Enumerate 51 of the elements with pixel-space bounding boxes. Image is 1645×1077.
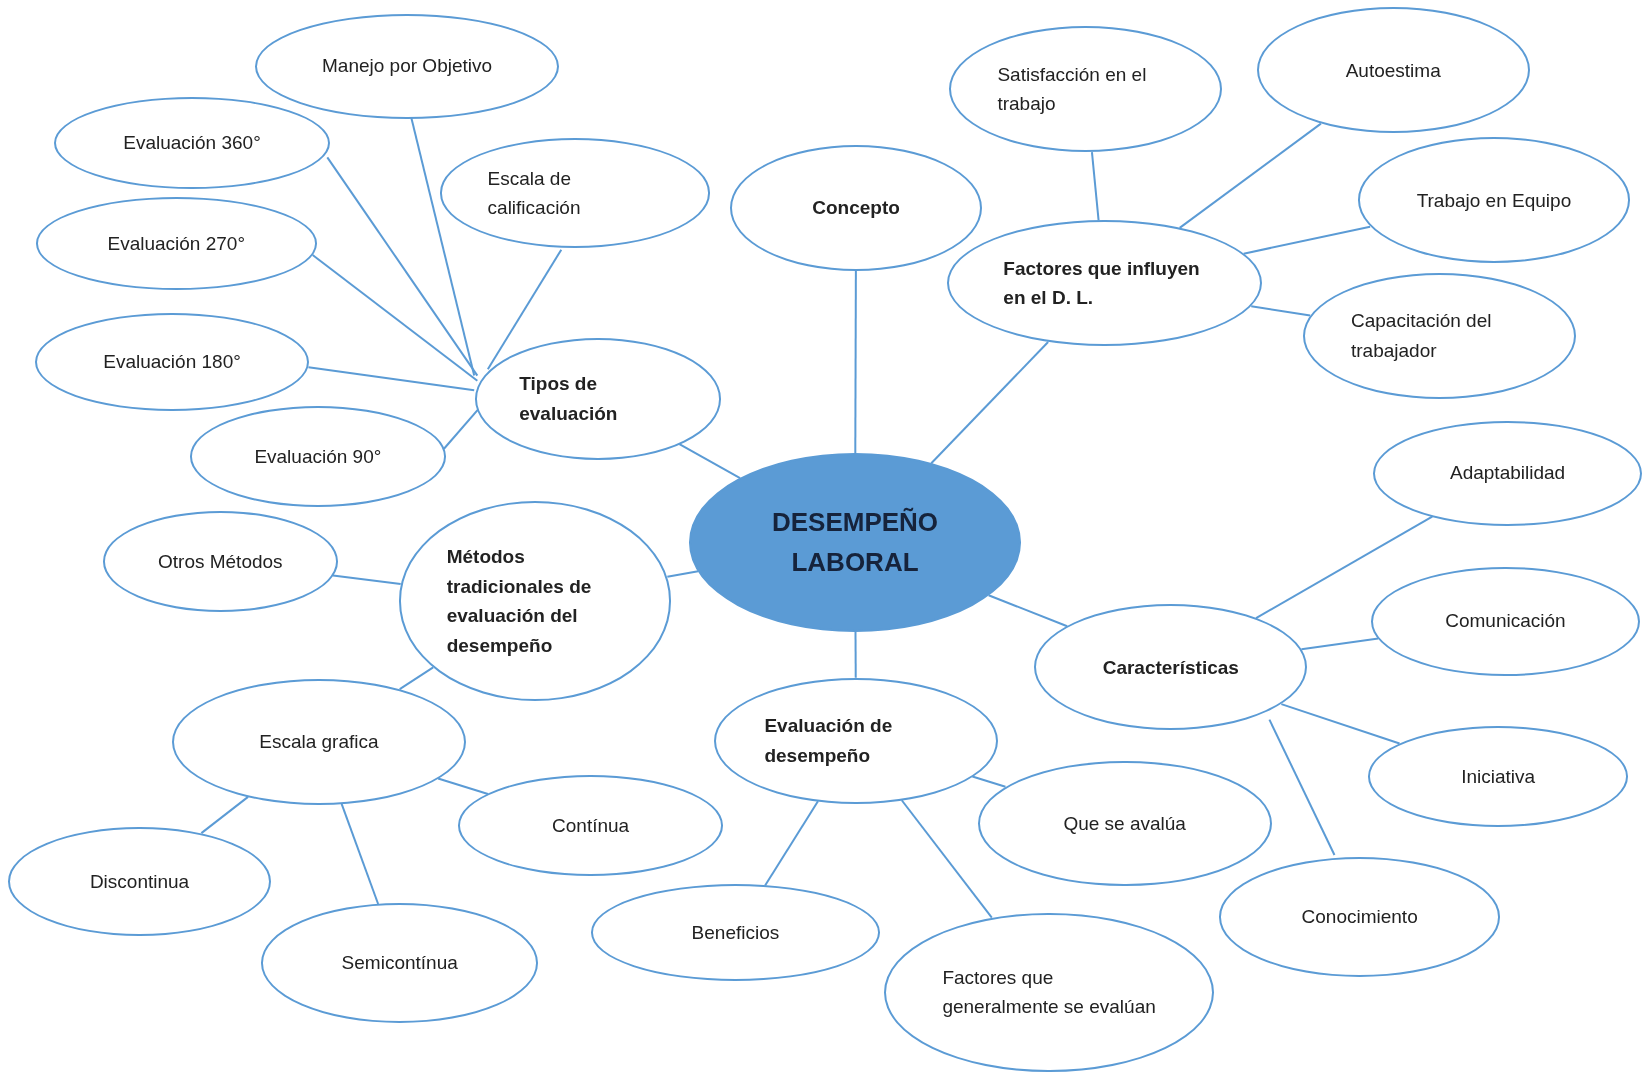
connector-line: [486, 248, 563, 371]
node-label: Evaluación 90°: [254, 444, 382, 469]
connector-line: [1280, 703, 1401, 745]
connector-line: [987, 594, 1069, 628]
node-label: Satisfacción en el trabajo: [997, 62, 1148, 117]
node-label: Evaluación de desempeño: [764, 714, 894, 768]
node-label: Factores que influyen en el D. L.: [1003, 256, 1201, 311]
node-label: Evaluación 180°: [103, 350, 241, 375]
node-label: Conocimiento: [1301, 905, 1418, 930]
node-label: Contínua: [552, 813, 630, 838]
node-label: Tipos de evaluación: [519, 372, 619, 426]
connector-line: [678, 443, 742, 480]
connector-line: [1242, 225, 1372, 255]
node-label: Autoestima: [1345, 58, 1441, 83]
node-label: Capacitación del trabajador: [1351, 309, 1493, 363]
node-label: Que se avalúa: [1063, 811, 1186, 836]
node-label: Manejo por Objetivo: [322, 54, 493, 79]
connector-line: [437, 777, 489, 795]
connector-line: [340, 802, 380, 905]
node-label: Concepto: [812, 196, 900, 220]
connector-line: [410, 116, 476, 377]
node-label: Trabajo en Equipo: [1416, 188, 1572, 213]
node-label: Características: [1102, 655, 1239, 680]
connector-line: [971, 775, 1007, 788]
node-label: Factores que generalmente se evalúan: [942, 966, 1156, 1020]
node-label: Comunicación: [1445, 609, 1566, 634]
node-label: Evaluación 270°: [107, 231, 245, 256]
connector-line: [200, 795, 250, 835]
node-label: Evaluación 360°: [123, 130, 261, 155]
node-label: Iniciativa: [1461, 764, 1536, 789]
node-label: Escala grafica: [259, 730, 379, 754]
connector-line: [854, 630, 857, 679]
node-label: Beneficios: [691, 920, 780, 945]
node-label: DESEMPEÑO LABORAL: [770, 506, 940, 580]
node-label: Otros Métodos: [158, 549, 283, 574]
connector-line: [1255, 515, 1434, 620]
node-label: Discontinua: [89, 869, 190, 894]
node-label: Escala de calificación: [487, 166, 582, 220]
connector-line: [1178, 122, 1322, 229]
connector-line: [1268, 718, 1336, 856]
connector-line: [1090, 151, 1100, 222]
connector-line: [1250, 305, 1312, 317]
connector-line: [398, 666, 435, 691]
connector-line: [326, 156, 479, 377]
node-label: Métodos tradicionales de evaluación del desempeño: [446, 545, 593, 658]
connector-line: [307, 366, 476, 392]
connector-line: [1300, 637, 1380, 651]
node-label: Adaptabilidad: [1450, 461, 1566, 486]
node-label: Semicontínua: [341, 951, 458, 976]
connector-line: [854, 269, 857, 455]
connector-line: [930, 341, 1050, 465]
